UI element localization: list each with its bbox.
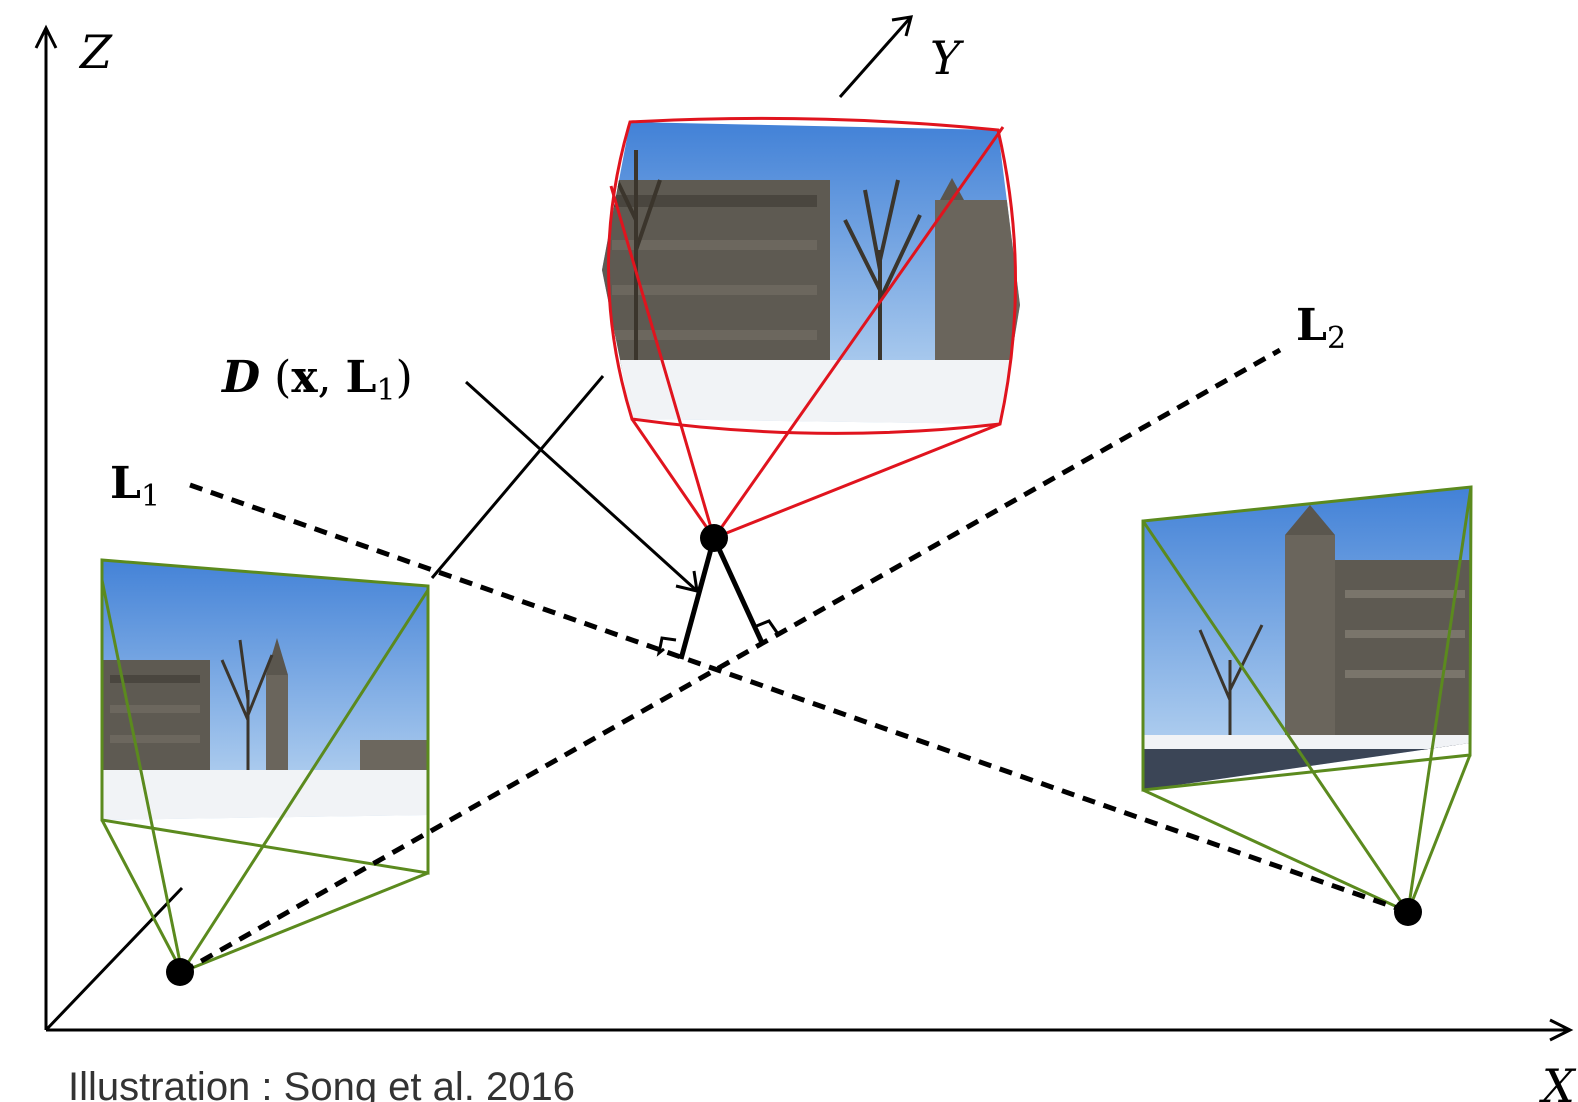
camera-center-photo: [602, 122, 1020, 424]
label-l1: L1: [110, 458, 160, 514]
label-l1-sub: 1: [141, 479, 160, 514]
line-l1: [189, 482, 1409, 915]
axis-z: [34, 24, 58, 1030]
label-distance-sub: 1: [376, 373, 395, 408]
line-l2: [180, 347, 1282, 975]
axis-x-label: X: [1539, 1059, 1577, 1102]
camera-center: [602, 116, 1020, 540]
label-l1-main: L: [110, 458, 141, 509]
axis-x: [46, 1018, 1574, 1042]
axis-y-label: Y: [930, 31, 965, 85]
leader-line-labels: [430, 375, 605, 579]
label-distance-func: D: [220, 352, 260, 403]
right-angle-marker-l2: [753, 619, 780, 635]
camera-left-photo: [102, 560, 428, 820]
label-l2-sub: 2: [1327, 321, 1346, 356]
label-distance-x: x: [291, 352, 318, 403]
axis-z-label: Z: [78, 25, 113, 79]
axis-y-arrow: [838, 15, 914, 98]
caption: Illustration : Song et al. 2016: [68, 1065, 575, 1102]
label-l2-main: L: [1296, 300, 1327, 351]
camera-right-photo: [1143, 487, 1471, 790]
camera-right: [1141, 485, 1473, 914]
label-distance-open: (: [260, 352, 291, 403]
perpendicular-segments: [656, 536, 780, 660]
right-angle-marker-l1: [656, 636, 677, 657]
camera-right-point: [1394, 898, 1422, 926]
label-l2: L2: [1296, 300, 1346, 356]
axis-y-lower: [44, 886, 184, 1032]
label-distance-close: ): [396, 352, 413, 403]
camera-left: [100, 558, 430, 974]
camera-center-point: [700, 524, 728, 552]
label-distance-comma: ,: [318, 352, 346, 403]
label-distance: D (x, L1): [220, 352, 413, 408]
distance-arrow: [464, 380, 699, 593]
camera-left-point: [166, 958, 194, 986]
label-distance-l: L: [346, 352, 377, 403]
